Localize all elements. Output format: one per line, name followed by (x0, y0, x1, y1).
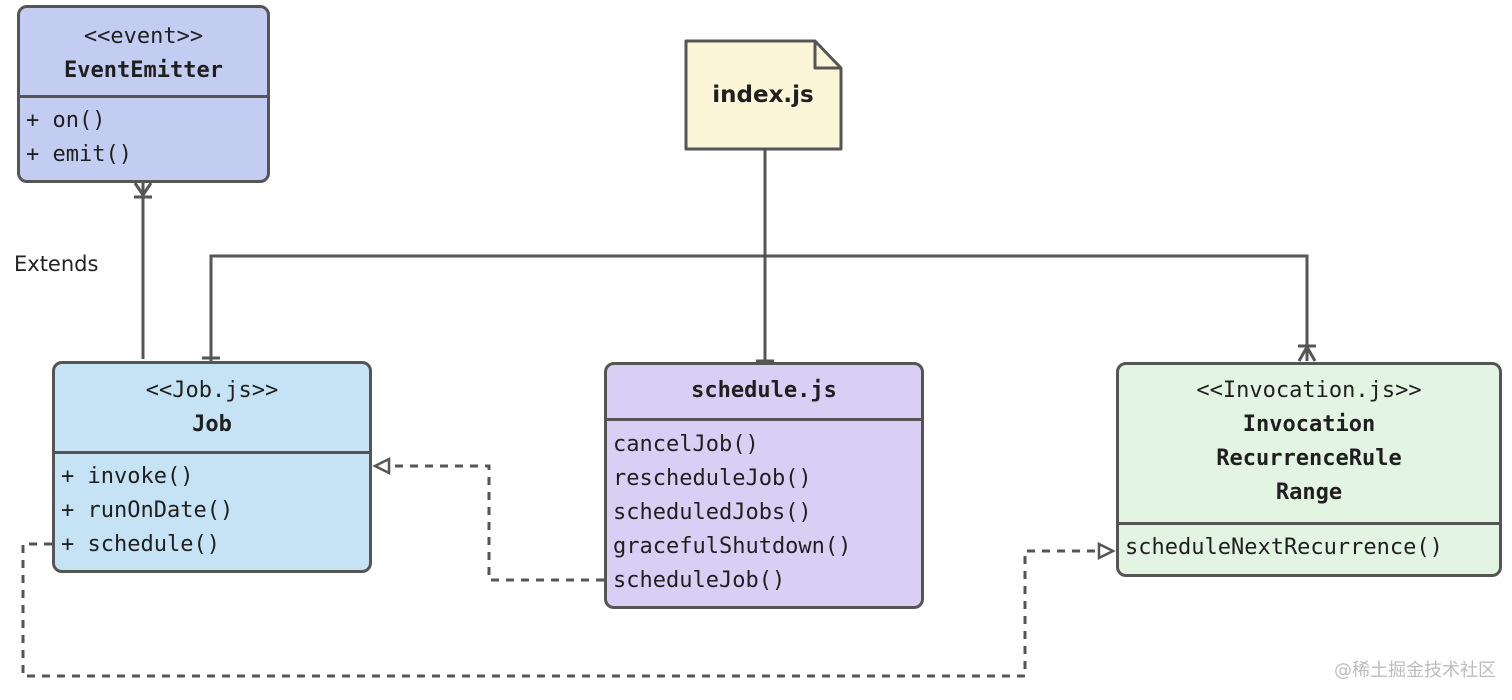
job-methods: + invoke() + runOnDate() + schedule() (55, 454, 369, 562)
event-emitter-methods: + on() + emit() (20, 98, 267, 172)
invocation-class: <<Invocation.js>> Invocation RecurrenceR… (1116, 362, 1502, 577)
invocation-methods: scheduleNextRecurrence() (1119, 525, 1499, 565)
extends-connector (133, 182, 153, 359)
job-method: + schedule() (61, 532, 220, 557)
index-js-note (684, 39, 843, 151)
job-header: <<Job.js>> Job (55, 364, 369, 454)
range-name: Range (1275, 480, 1343, 505)
invocation-name: Invocation (1242, 412, 1376, 437)
event-emitter-class: <<event>> EventEmitter + on() + emit() (17, 5, 270, 183)
invocation-stereotype: <<Invocation.js>> (1196, 378, 1422, 403)
job-method: + invoke() (61, 464, 194, 489)
invocation-header: <<Invocation.js>> Invocation RecurrenceR… (1119, 365, 1499, 525)
event-emitter-method: + emit() (26, 142, 132, 167)
index-js-label: index.js (712, 81, 814, 108)
job-stereotype: <<Job.js>> (145, 378, 279, 403)
event-emitter-header: <<event>> EventEmitter (20, 8, 267, 98)
event-emitter-name: EventEmitter (64, 58, 223, 83)
event-emitter-stereotype: <<event>> (83, 24, 204, 49)
recurrence-rule-name: RecurrenceRule (1216, 446, 1402, 471)
schedule-method: rescheduleJob() (613, 466, 812, 491)
dependency-job-to-invocation (21, 541, 1116, 678)
index-connectors (202, 150, 1317, 363)
invocation-method: scheduleNextRecurrence() (1125, 535, 1443, 560)
job-class: <<Job.js>> Job + invoke() + runOnDate() … (52, 361, 372, 573)
schedule-method: scheduleJob() (613, 568, 786, 593)
schedule-method: scheduledJobs() (613, 500, 812, 525)
schedule-js-module: schedule.js cancelJob() rescheduleJob() … (604, 362, 924, 609)
extends-label: Extends (14, 252, 99, 276)
schedule-methods: cancelJob() rescheduleJob() scheduledJob… (607, 421, 921, 598)
schedule-method: cancelJob() (613, 432, 759, 457)
job-name: Job (192, 412, 232, 437)
dependency-schedule-to-job (372, 456, 604, 582)
schedule-name: schedule.js (691, 378, 837, 403)
watermark: @稀土掘金技术社区 (1334, 660, 1496, 681)
job-method: + runOnDate() (61, 498, 234, 523)
schedule-header: schedule.js (607, 365, 921, 421)
event-emitter-method: + on() (26, 108, 106, 133)
schedule-method: gracefulShutdown() (613, 534, 852, 559)
